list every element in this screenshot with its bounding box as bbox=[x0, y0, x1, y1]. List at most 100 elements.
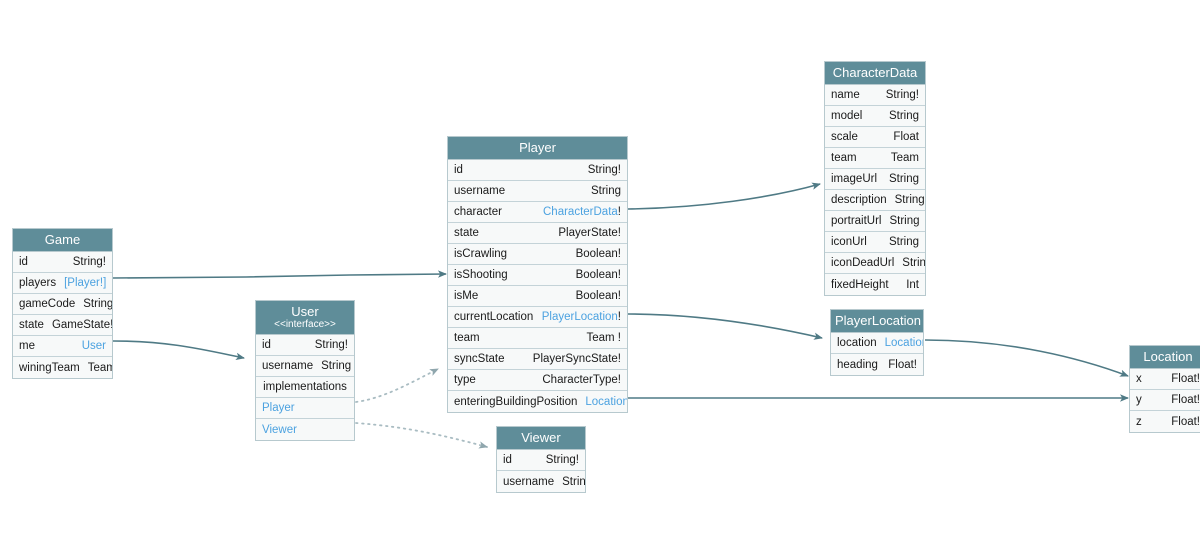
field-type-bang: ! bbox=[617, 311, 621, 323]
field-type: Team bbox=[890, 152, 919, 164]
table-row[interactable]: iconUrl String bbox=[825, 232, 925, 253]
table-row[interactable]: heading Float! bbox=[831, 354, 923, 375]
table-row[interactable]: model String bbox=[825, 106, 925, 127]
field-type-link[interactable]: PlayerLocation bbox=[541, 311, 618, 323]
field-name: iconUrl bbox=[831, 236, 867, 248]
field-type[interactable]: CharacterData! bbox=[535, 206, 621, 218]
field-name: description bbox=[831, 194, 887, 206]
field-type: Float! bbox=[1171, 415, 1200, 428]
table-row[interactable]: currentLocation PlayerLocation! bbox=[448, 307, 627, 328]
field-type-link[interactable]: CharacterData bbox=[543, 206, 618, 218]
table-row[interactable]: id String! bbox=[13, 252, 112, 273]
implementation-item-player[interactable]: Player bbox=[256, 398, 354, 419]
table-row[interactable]: username String bbox=[497, 471, 585, 492]
entity-viewer[interactable]: Viewer id String! username String bbox=[496, 426, 586, 493]
field-name: isMe bbox=[454, 290, 479, 302]
table-row[interactable]: character CharacterData! bbox=[448, 202, 627, 223]
table-row[interactable]: winingTeam Team bbox=[13, 357, 112, 378]
field-type[interactable]: User bbox=[81, 340, 106, 352]
edge-playerlocation-location-to-location bbox=[924, 339, 1129, 377]
field-name: id bbox=[454, 164, 463, 176]
entity-user-stereotype: <<interface>> bbox=[274, 319, 336, 330]
table-row[interactable]: isCrawling Boolean! bbox=[448, 244, 627, 265]
table-row[interactable]: location Location! bbox=[831, 333, 923, 354]
table-row[interactable]: iconDeadUrl String bbox=[825, 253, 925, 274]
table-row[interactable]: name String! bbox=[825, 85, 925, 106]
field-name: name bbox=[831, 89, 860, 101]
table-row[interactable]: portraitUrl String bbox=[825, 211, 925, 232]
table-row[interactable]: state PlayerState! bbox=[448, 223, 627, 244]
entity-game-title: Game bbox=[13, 229, 112, 252]
field-name: winingTeam bbox=[19, 361, 80, 374]
field-type-bang: ! bbox=[617, 206, 621, 218]
field-name: y bbox=[1136, 394, 1142, 406]
entity-user-title: User <<interface>> bbox=[256, 301, 354, 335]
edge-game-me-to-user bbox=[112, 340, 245, 361]
field-type[interactable]: [Player!] bbox=[64, 277, 107, 289]
entity-location[interactable]: Location x Float! y Float! z Float! bbox=[1129, 345, 1200, 433]
entity-playerlocation-title: PlayerLocation bbox=[831, 310, 923, 333]
field-type[interactable]: Location! bbox=[884, 337, 923, 349]
implementation-name[interactable]: Player bbox=[262, 402, 295, 414]
table-row[interactable]: players [Player!] bbox=[13, 273, 112, 294]
table-row[interactable]: team Team ! bbox=[448, 328, 627, 349]
field-type: Float! bbox=[1171, 373, 1200, 385]
entity-player[interactable]: Player id String! username String charac… bbox=[447, 136, 628, 413]
field-type[interactable]: PlayerLocation! bbox=[534, 311, 621, 323]
table-row[interactable]: username String bbox=[256, 356, 354, 377]
table-row[interactable]: syncState PlayerSyncState! bbox=[448, 349, 627, 370]
table-row[interactable]: me User bbox=[13, 336, 112, 357]
entity-characterdata[interactable]: CharacterData name String! model String … bbox=[824, 61, 926, 296]
field-name: enteringBuildingPosition bbox=[454, 395, 578, 408]
field-type: String bbox=[888, 236, 919, 248]
field-type: String bbox=[894, 194, 925, 206]
entity-playerlocation[interactable]: PlayerLocation location Location! headin… bbox=[830, 309, 924, 376]
table-row[interactable]: isMe Boolean! bbox=[448, 286, 627, 307]
implementation-name[interactable]: Viewer bbox=[262, 423, 297, 436]
table-row[interactable]: description String bbox=[825, 190, 925, 211]
field-name: currentLocation bbox=[454, 311, 534, 323]
field-type: CharacterType! bbox=[542, 374, 621, 386]
table-row[interactable]: y Float! bbox=[1130, 390, 1200, 411]
field-name: state bbox=[19, 319, 44, 331]
table-row[interactable]: id String! bbox=[256, 335, 354, 356]
field-name: z bbox=[1136, 415, 1142, 428]
table-row[interactable]: isShooting Boolean! bbox=[448, 265, 627, 286]
table-row[interactable]: z Float! bbox=[1130, 411, 1200, 432]
table-row[interactable]: fixedHeight Int bbox=[825, 274, 925, 295]
field-type[interactable]: Location bbox=[585, 395, 627, 408]
field-type: Float bbox=[893, 131, 919, 143]
edge-user-implements-player bbox=[355, 368, 439, 403]
field-name: type bbox=[454, 374, 476, 386]
field-name: iconDeadUrl bbox=[831, 257, 895, 269]
field-name: gameCode bbox=[19, 298, 76, 310]
field-type: PlayerSyncState! bbox=[532, 353, 621, 365]
entity-user[interactable]: User <<interface>> id String! username S… bbox=[255, 300, 355, 441]
field-type: String bbox=[562, 475, 585, 488]
table-row[interactable]: id String! bbox=[448, 160, 627, 181]
table-row[interactable]: type CharacterType! bbox=[448, 370, 627, 391]
field-type: String bbox=[590, 185, 621, 197]
entity-game[interactable]: Game id String! players [Player!] gameCo… bbox=[12, 228, 113, 379]
field-type: GameState! bbox=[51, 319, 112, 331]
field-name: isCrawling bbox=[454, 248, 508, 260]
table-row[interactable]: id String! bbox=[497, 450, 585, 471]
table-row[interactable]: x Float! bbox=[1130, 369, 1200, 390]
field-type: String! bbox=[545, 454, 579, 466]
field-name: imageUrl bbox=[831, 173, 878, 185]
table-row[interactable]: username String bbox=[448, 181, 627, 202]
field-type: Boolean! bbox=[575, 290, 621, 302]
field-type: Float! bbox=[1171, 394, 1200, 406]
table-row[interactable]: scale Float bbox=[825, 127, 925, 148]
implementation-item-viewer[interactable]: Viewer bbox=[256, 419, 354, 440]
field-type: String! bbox=[83, 298, 112, 310]
field-name: team bbox=[831, 152, 857, 164]
table-row[interactable]: state GameState! bbox=[13, 315, 112, 336]
table-row[interactable]: imageUrl String bbox=[825, 169, 925, 190]
field-type: Int bbox=[906, 278, 919, 291]
table-row[interactable]: gameCode String! bbox=[13, 294, 112, 315]
field-type: String bbox=[888, 173, 919, 185]
table-row[interactable]: team Team bbox=[825, 148, 925, 169]
table-row[interactable]: enteringBuildingPosition Location bbox=[448, 391, 627, 412]
